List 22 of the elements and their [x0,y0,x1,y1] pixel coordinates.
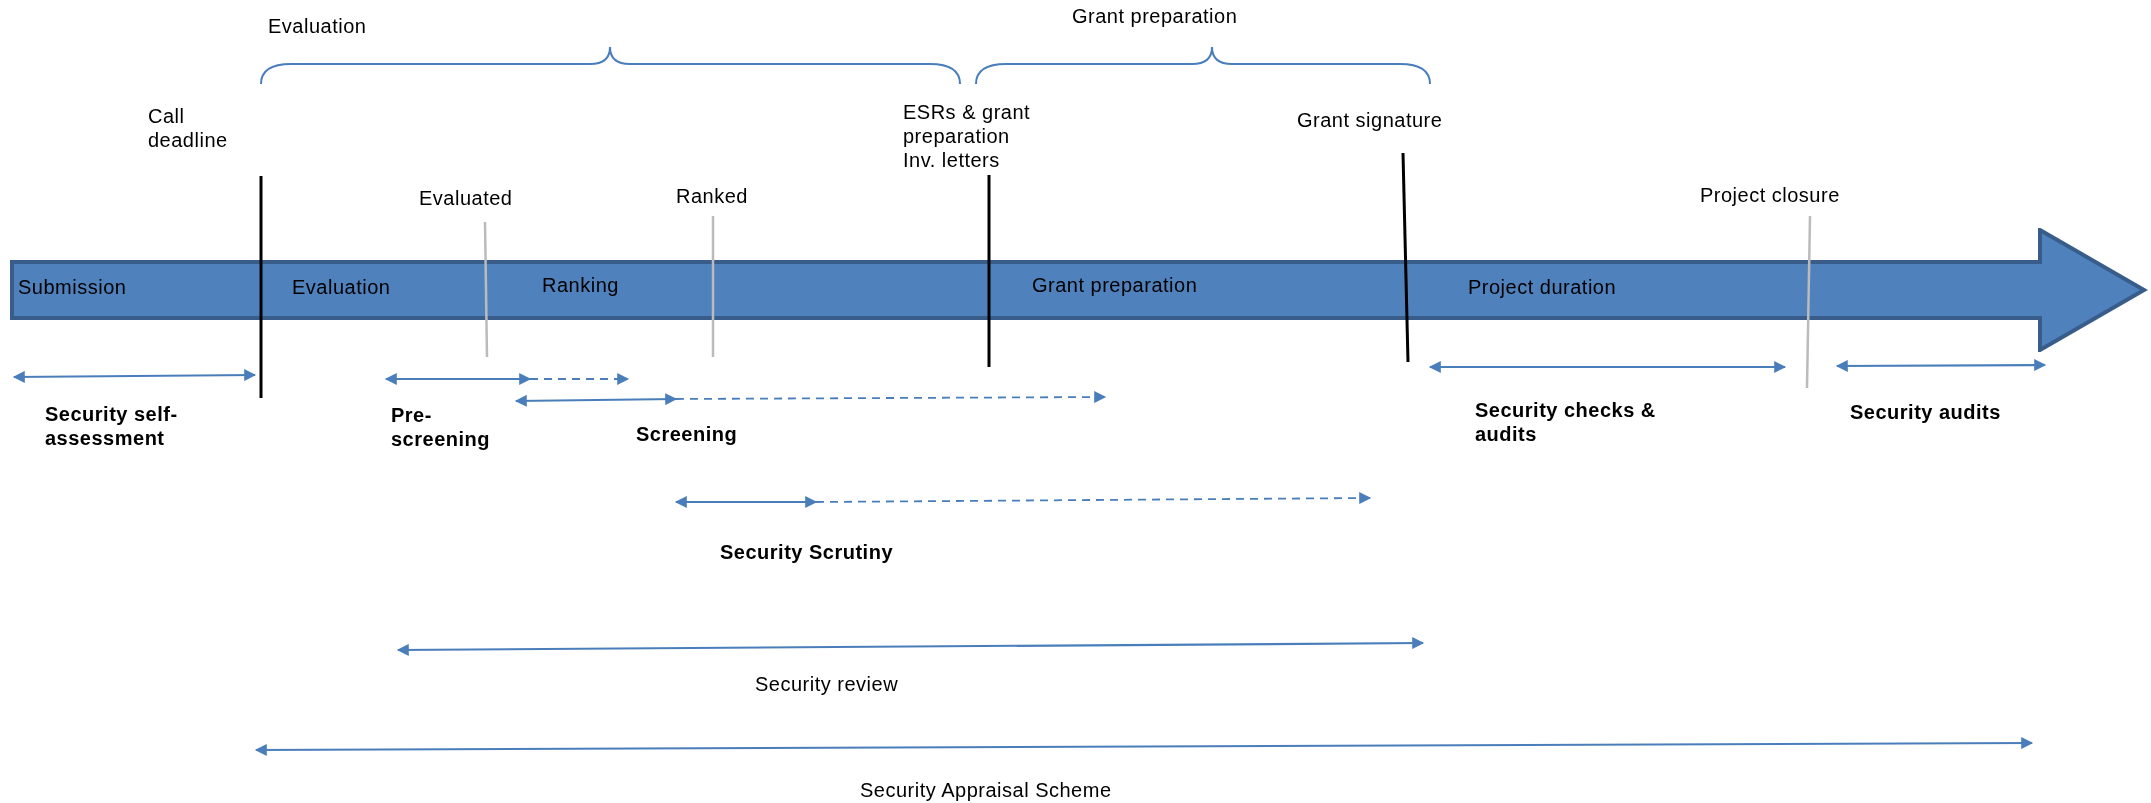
heading: Grant preparation [1072,4,1239,28]
milestone-label: Call deadline [148,104,229,152]
timeline-arrow [10,228,2148,352]
activity-label: Security checks & audits [1475,398,1657,446]
milestone-label: Evaluated [419,186,514,210]
activity-label: Security Scrutiny [720,540,894,564]
activity-label: Security self-assessment [45,402,179,450]
milestone-label: Project closure [1700,183,1841,207]
milestone-label: ESRs & grant preparation Inv. letters [903,100,1032,172]
activity-label: Screening [636,422,739,446]
activity-label: Security Appraisal Scheme [860,778,1113,802]
phase-label: Submission [18,276,127,299]
milestone-label: Ranked [676,184,749,208]
heading: Evaluation [268,14,368,38]
activity-label: Pre-screening [391,403,491,451]
activity-label: Security audits [1850,400,2002,424]
phase-label: Ranking [542,274,619,297]
milestone-label: Grant signature [1297,108,1444,132]
activity-label: Security review [755,672,900,696]
phase-label: Grant preparation [1032,274,1198,297]
phase-label: Project duration [1468,276,1617,299]
phase-label: Evaluation [292,276,391,299]
